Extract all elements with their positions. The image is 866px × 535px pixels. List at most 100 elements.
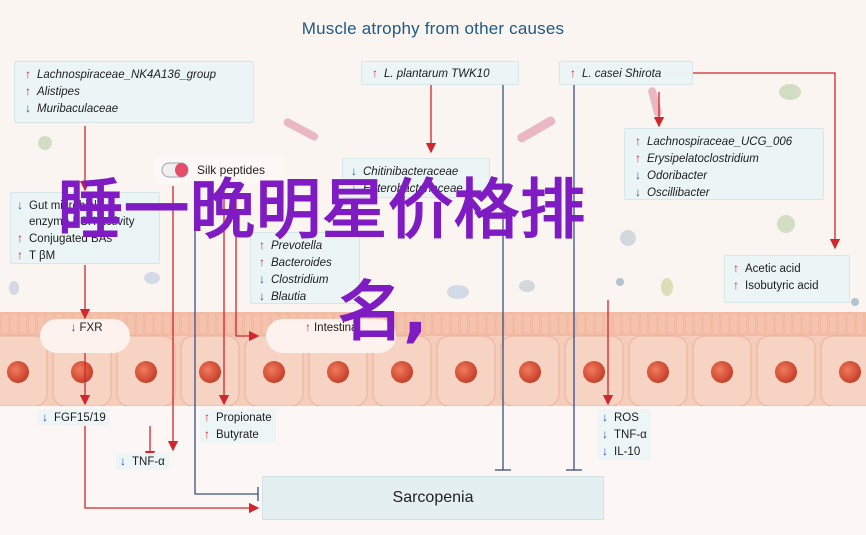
microvillus bbox=[434, 314, 440, 334]
list-item: ↓ROS bbox=[602, 409, 647, 426]
arrow-down-icon: ↓ bbox=[259, 272, 265, 286]
arrow-up-icon: ↑ bbox=[25, 84, 31, 98]
microvillus bbox=[668, 314, 674, 334]
microvillus bbox=[425, 314, 431, 334]
arrow-down-icon: ↓ bbox=[602, 410, 608, 424]
box-bacteria-center: ↓Chitinibacteraceae↓Enterobacteriaceae bbox=[342, 158, 490, 198]
microvillus bbox=[740, 314, 746, 334]
microvillus bbox=[29, 314, 35, 334]
arrow-up-icon: ↑ bbox=[17, 231, 23, 245]
arrow-up-icon: ↑ bbox=[635, 134, 641, 148]
item-text: Isobutyric acid bbox=[745, 280, 819, 292]
microvillus bbox=[137, 314, 143, 334]
ros-label: ↓ROS↓TNF-α↓IL-10 bbox=[598, 409, 651, 460]
list-item: ↑ Lachnospiraceae_UCG_006 bbox=[635, 133, 813, 150]
microvillus bbox=[659, 314, 665, 334]
propionate-label: ↑ Propionate ↑Butyrate bbox=[200, 409, 276, 443]
list-item: ↑L. plantarum TWK10 bbox=[372, 65, 508, 82]
list-item: ↑Butyrate bbox=[204, 426, 272, 443]
microvillus bbox=[146, 314, 152, 334]
item-text: Prevotella bbox=[271, 240, 323, 252]
list-item: ↑T βM bbox=[17, 247, 153, 264]
sarcopenia-box: Sarcopenia bbox=[262, 476, 604, 520]
list-item: ↓TNF-α bbox=[120, 453, 165, 470]
arrow-up-icon: ↑ bbox=[733, 278, 739, 292]
cell-nucleus bbox=[455, 361, 477, 383]
arrow-down-icon: ↓ bbox=[351, 181, 357, 195]
cell-nucleus bbox=[583, 361, 605, 383]
item-text: Acetic acid bbox=[745, 263, 801, 275]
item-text: Conjugated BAs bbox=[29, 233, 113, 245]
item-text: Bacteroides bbox=[271, 257, 332, 269]
silk-peptides-label: Silk peptides bbox=[154, 156, 284, 184]
list-item: enzyme BSH activity bbox=[17, 214, 153, 230]
item-text: Gut microbial bbox=[29, 200, 97, 212]
capsule-icon bbox=[161, 162, 189, 178]
microvillus bbox=[785, 314, 791, 334]
item-text: Lachnospiraceae_UCG_006 bbox=[647, 136, 793, 148]
arrow-down-icon: ↓ bbox=[42, 410, 48, 424]
list-item: ↓Oscillibacter bbox=[635, 184, 813, 201]
microvillus bbox=[461, 314, 467, 334]
microvillus bbox=[470, 314, 476, 334]
arrow-up-icon: ↑ bbox=[25, 67, 31, 81]
item-text: Propionate bbox=[216, 412, 272, 424]
item-text: Lachnospiraceae_NK4A136_group bbox=[37, 69, 217, 81]
box-bacteria-center-lower: ↑Prevotella↑Bacteroides↓Clostridium↓Blau… bbox=[250, 232, 360, 304]
intestinal-node: ↑Intestinal bbox=[266, 319, 396, 353]
arrow-up-icon: ↑ bbox=[259, 255, 265, 269]
microvillus bbox=[749, 314, 755, 334]
microvillus bbox=[173, 314, 179, 334]
microvillus bbox=[641, 314, 647, 334]
microvillus bbox=[479, 314, 485, 334]
item-text: Butyrate bbox=[216, 429, 259, 441]
fxr-node: ↓FXR bbox=[40, 319, 130, 353]
diagram-title: Muscle atrophy from other causes bbox=[301, 19, 565, 38]
box-casei: ↑L. casei Shirota bbox=[559, 61, 693, 85]
cell-nucleus bbox=[199, 361, 221, 383]
microvillus bbox=[524, 314, 530, 334]
item-text: Oscillibacter bbox=[647, 187, 710, 199]
microvillus bbox=[2, 314, 8, 334]
microvillus bbox=[623, 314, 629, 334]
microvillus bbox=[209, 314, 215, 334]
cell-nucleus bbox=[647, 361, 669, 383]
microvillus bbox=[830, 314, 836, 334]
item-text: Alistipes bbox=[37, 86, 80, 98]
arrow-up-icon: ↑ bbox=[570, 66, 576, 80]
microvillus bbox=[650, 314, 656, 334]
microvillus bbox=[839, 314, 845, 334]
cell-nucleus bbox=[839, 361, 861, 383]
box-bacteria-right: ↑Lachnospiraceae_UCG_006↑Erysipelatoclos… bbox=[624, 128, 824, 200]
arrow-down-icon: ↓ bbox=[602, 427, 608, 441]
arrow-down-icon: ↓ bbox=[635, 168, 641, 182]
arrow-up-icon: ↑ bbox=[635, 151, 641, 165]
microvillus bbox=[497, 314, 503, 334]
microvillus bbox=[11, 314, 17, 334]
item-text: Muribaculaceae bbox=[37, 103, 119, 115]
microvillus bbox=[857, 314, 863, 334]
microvillus bbox=[254, 314, 260, 334]
microvillus bbox=[578, 314, 584, 334]
cell-nucleus bbox=[71, 361, 93, 383]
microvillus bbox=[803, 314, 809, 334]
promotion-arrows bbox=[79, 72, 841, 514]
arrow-up-icon: ↑ bbox=[733, 261, 739, 275]
microvillus bbox=[398, 314, 404, 334]
microvillus bbox=[227, 314, 233, 334]
microvillus bbox=[776, 314, 782, 334]
arrow-up-icon: ↑ bbox=[372, 66, 378, 80]
microvillus bbox=[236, 314, 242, 334]
list-item: ↓FGF15/19 bbox=[42, 409, 106, 426]
microvillus bbox=[542, 314, 548, 334]
microvillus bbox=[164, 314, 170, 334]
arrow-up-icon: ↑ bbox=[204, 410, 210, 424]
microvillus bbox=[560, 314, 566, 334]
cell-nucleus bbox=[7, 361, 29, 383]
microvillus bbox=[245, 314, 251, 334]
item-text: TNF-α bbox=[614, 429, 647, 441]
cell-nucleus bbox=[135, 361, 157, 383]
microvillus bbox=[704, 314, 710, 334]
item-text: Intestinal bbox=[313, 322, 361, 334]
